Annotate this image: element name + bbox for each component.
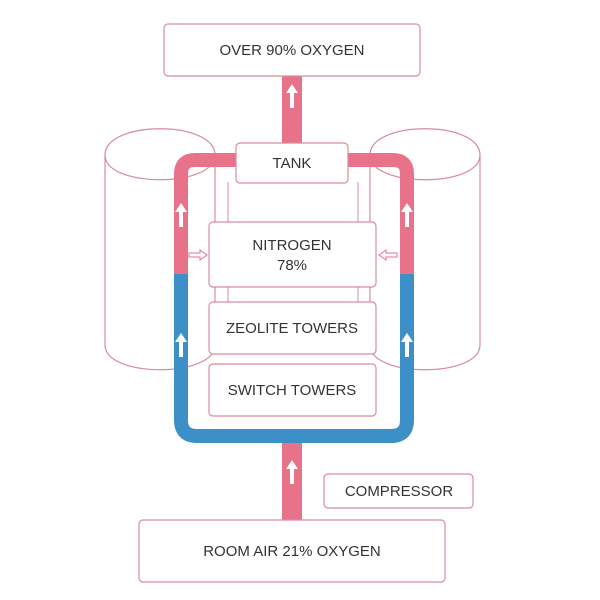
compressor-label: COMPRESSOR	[345, 483, 454, 500]
hollow-arrow-icon	[188, 249, 208, 261]
up-arrow-icon	[286, 84, 298, 108]
up-arrow-icon	[401, 203, 413, 227]
nitrogen-box	[208, 221, 377, 288]
tank-box	[235, 142, 349, 184]
up-arrow-icon	[401, 333, 413, 357]
air-loop-segment	[174, 272, 414, 443]
up-arrow-icon	[175, 203, 187, 227]
input-label: ROOM AIR 21% OXYGEN	[203, 543, 381, 560]
switch-box	[208, 363, 377, 417]
tank-label: TANK	[273, 155, 312, 172]
up-arrow-icon	[286, 460, 298, 484]
nitrogen-label: NITROGEN	[252, 237, 331, 254]
switch-label: SWITCH TOWERS	[228, 382, 357, 399]
up-arrow-icon	[175, 333, 187, 357]
zeolite-box	[208, 301, 377, 355]
zeolite-label: ZEOLITE TOWERS	[226, 320, 358, 337]
nitrogen-percent-label: 78%	[277, 257, 307, 274]
hollow-arrow-icon	[378, 249, 398, 261]
compressor-box	[323, 473, 474, 509]
inner-connectors	[227, 182, 359, 302]
output-box	[163, 23, 421, 77]
input-box	[138, 519, 446, 583]
output-label: OVER 90% OXYGEN	[219, 42, 364, 59]
